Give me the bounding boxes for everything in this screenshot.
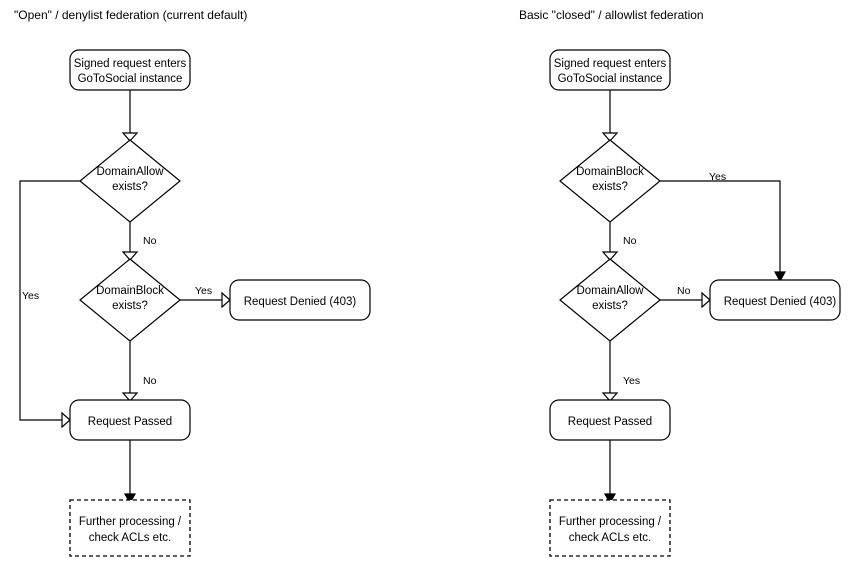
node-domainallow-right-line2: exists? [592,300,628,312]
node-domainallow-left-line2: exists? [112,181,148,193]
node-request-passed-left-label: Request Passed [88,416,172,428]
edge-domainallow-no-left: No [121,222,157,261]
edge-domainblock-no-left: No [121,341,157,402]
node-request-denied-left-label: Request Denied (403) [244,296,357,308]
edge-label-domainallow-no-right: No [677,285,691,297]
edge-entry-to-domainallow-left [121,90,139,142]
node-further-processing-right-shape [549,499,671,557]
diagram-closed-allowlist: Basic "closed" / allowlist federation Si… [519,8,841,557]
edge-domainallow-no-right-arrowhead [701,291,711,309]
diagram-open-denylist: "Open" / denylist federation (current de… [14,8,371,557]
node-domainblock-left-line2: exists? [112,300,148,312]
edge-entry-to-domainblock-right-arrowhead [601,132,619,142]
node-entry-left-line1: Signed request enters [74,58,187,70]
node-further-processing-right-line2: check ACLs etc. [569,532,651,544]
edge-domainallow-yes-right: Yes [601,341,640,402]
edge-domainblock-yes-left: Yes [180,285,231,309]
node-request-denied-right-shape [709,279,841,321]
node-entry-right-line2: GoToSocial instance [558,73,663,85]
node-domainblock-right[interactable]: DomainBlock exists? [559,139,661,223]
edge-passed-to-further-right [603,440,617,505]
edge-domainblock-yes-right-line [660,180,781,272]
edge-label-domainblock-no-left: No [143,375,157,387]
node-domainblock-left-line1: DomainBlock [96,285,164,297]
node-further-processing-left-line2: check ACLs etc. [89,532,171,544]
edge-domainblock-yes-right: Yes [660,171,787,283]
edge-domainallow-yes-left: Yes [19,180,80,429]
edge-domainblock-no-right-arrowhead [601,251,619,261]
node-entry-right[interactable]: Signed request enters GoToSocial instanc… [549,49,671,91]
node-request-passed-left[interactable]: Request Passed [69,399,191,441]
node-request-passed-right-label: Request Passed [568,416,652,428]
node-further-processing-left-line1: Further processing / [79,516,182,528]
edge-label-domainblock-no-right: No [623,235,637,247]
node-further-processing-right-line1: Further processing / [559,516,662,528]
diagram-title-open-denylist: "Open" / denylist federation (current de… [14,8,247,22]
edge-domainallow-no-right: No [660,285,711,309]
edge-domainallow-yes-left-arrowhead [61,411,71,429]
node-domainallow-right[interactable]: DomainAllow exists? [559,258,661,342]
node-domainallow-left[interactable]: DomainAllow exists? [79,139,181,223]
node-request-passed-right[interactable]: Request Passed [549,399,671,441]
node-domainallow-right-line1: DomainAllow [576,285,644,297]
node-domainblock-left[interactable]: DomainBlock exists? [79,258,181,342]
edge-domainallow-yes-left-line [19,180,80,421]
edge-domainallow-no-left-arrowhead [121,251,139,261]
edge-label-domainallow-yes-right: Yes [623,375,640,387]
node-request-denied-right[interactable]: Request Denied (403) [709,279,841,321]
edge-passed-to-further-left-arrowhead [123,493,137,505]
edge-passed-to-further-left [123,440,137,505]
edge-entry-to-domainallow-left-arrowhead [121,132,139,142]
node-request-denied-left[interactable]: Request Denied (403) [229,279,371,321]
node-entry-right-line1: Signed request enters [554,58,667,70]
node-entry-left[interactable]: Signed request enters GoToSocial instanc… [69,49,191,91]
node-domainallow-left-line1: DomainAllow [96,166,164,178]
edge-label-domainallow-no-left: No [143,235,157,247]
edge-label-domainblock-yes-right: Yes [709,171,726,183]
diagram-title-closed-allowlist: Basic "closed" / allowlist federation [519,8,704,22]
edge-passed-to-further-right-arrowhead [603,493,617,505]
edge-domainblock-yes-left-arrowhead [221,291,231,309]
node-domainblock-right-line2: exists? [592,181,628,193]
edge-label-domainallow-yes-left: Yes [22,290,39,302]
node-further-processing-left-shape [69,499,191,557]
edge-label-domainblock-yes-left: Yes [195,285,212,297]
node-entry-left-line2: GoToSocial instance [78,73,183,85]
node-further-processing-left[interactable]: Further processing / check ACLs etc. [69,499,191,557]
node-request-denied-right-label: Request Denied (403) [724,296,837,308]
node-further-processing-right[interactable]: Further processing / check ACLs etc. [549,499,671,557]
node-request-denied-left-shape [229,279,371,321]
edge-domainblock-no-right: No [601,222,637,261]
edge-domainallow-yes-right-arrowhead [601,392,619,402]
edge-domainblock-yes-right-arrowhead [773,271,787,283]
edge-entry-to-domainblock-right [601,90,619,142]
edge-domainblock-no-left-arrowhead [121,392,139,402]
node-domainblock-right-line1: DomainBlock [576,166,644,178]
